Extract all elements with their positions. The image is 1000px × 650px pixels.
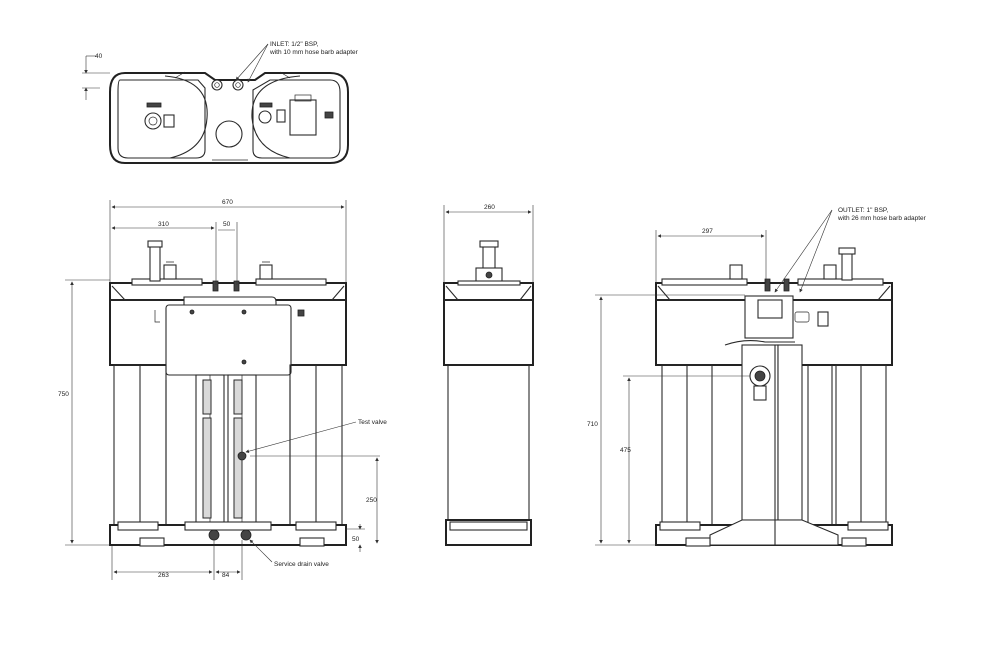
dim-84-label: 84 xyxy=(222,572,230,579)
top-housing-box xyxy=(289,99,317,136)
service-drain-callout: Service drain valve xyxy=(274,561,329,568)
dim-670-label: 670 xyxy=(222,199,233,206)
gauge-icon xyxy=(144,112,162,130)
dim-297-label: 297 xyxy=(702,228,713,235)
front-view: 670 310 50 750 250 50 263 84 Test valve … xyxy=(58,199,387,580)
service-drain-valve-icon xyxy=(240,529,252,541)
dim-263-label: 263 xyxy=(158,572,169,579)
dim-260-label: 260 xyxy=(484,204,495,211)
front-control-panel xyxy=(165,304,292,376)
test-valve-callout: Test valve xyxy=(358,419,387,426)
dim-310-label: 310 xyxy=(158,221,169,228)
outlet-callout-line2: with 26 mm hose barb adapter xyxy=(837,215,927,222)
top-center-port xyxy=(215,120,243,148)
dim-50b-label: 50 xyxy=(352,536,360,543)
dim-750-label: 750 xyxy=(58,391,69,398)
inlet-callout-line1: INLET: 1/2" BSP, xyxy=(270,41,319,48)
inlet-callout-line2: with 10 mm hose barb adapter xyxy=(269,49,359,56)
rear-view: 297 710 475 OUTLET: 1" BSP, with 26 mm h… xyxy=(587,207,927,547)
top-view: 40 INLET: 1/2" BSP, with 10 mm hose barb… xyxy=(82,41,359,164)
dim-710-label: 710 xyxy=(587,421,598,428)
test-valve-icon xyxy=(237,451,247,461)
side-view: 260 xyxy=(443,204,534,546)
drain-valve-left-icon xyxy=(208,529,220,541)
dim-250-label: 250 xyxy=(366,497,377,504)
dim-50-label: 50 xyxy=(223,221,231,228)
left-stack-pipe xyxy=(149,242,161,282)
dim-40-label: 40 xyxy=(95,53,103,60)
outlet-callout-line1: OUTLET: 1" BSP, xyxy=(838,207,888,214)
dim-475-label: 475 xyxy=(620,447,631,454)
